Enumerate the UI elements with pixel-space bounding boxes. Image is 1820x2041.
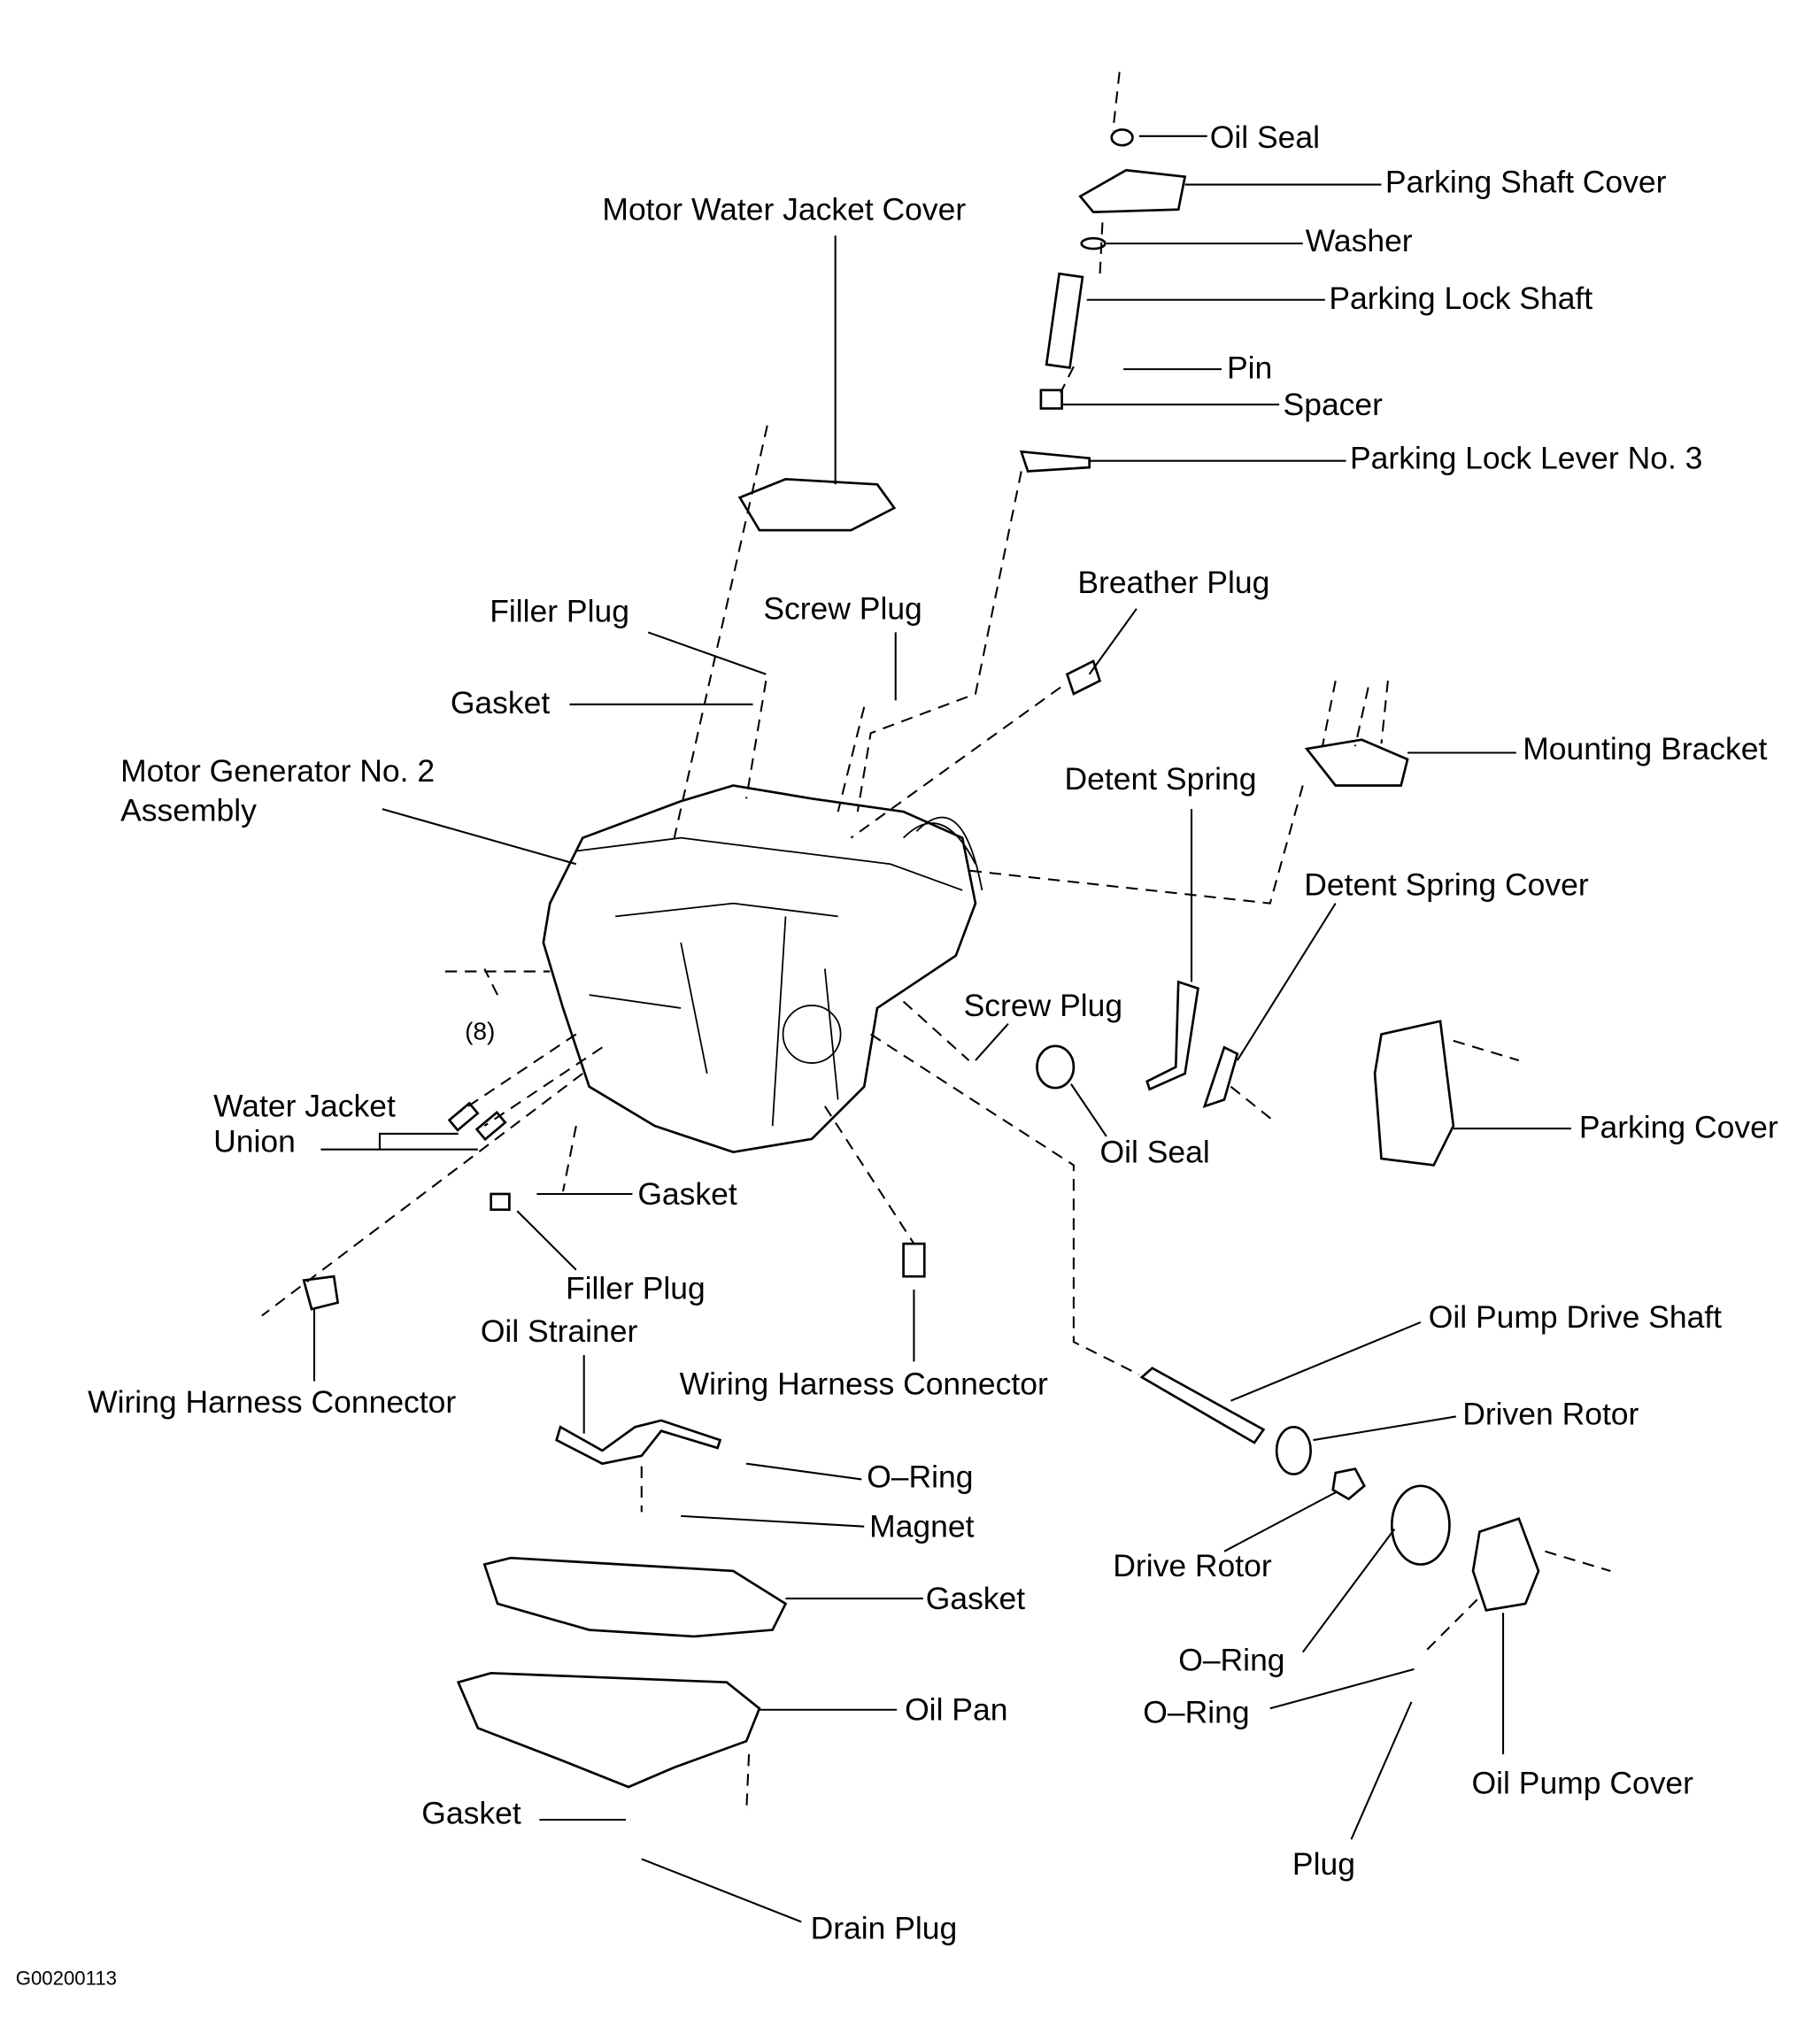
- transmission-case: [542, 784, 977, 1154]
- label-gasket-pan: Gasket: [926, 1581, 1026, 1616]
- label-oil-pump-cover: Oil Pump Cover: [1472, 1765, 1694, 1800]
- leader-lines: [312, 135, 1571, 1923]
- label-o-ring-2: O–Ring: [1143, 1695, 1249, 1730]
- label-filler-plug-low: Filler Plug: [566, 1270, 706, 1305]
- label-mg2-line2: Assembly: [120, 792, 257, 828]
- label-gasket-top: Gasket: [451, 685, 551, 720]
- label-wiring-harness-left: Wiring Harness Connector: [88, 1384, 456, 1420]
- label-wju-line2: Union: [213, 1124, 296, 1159]
- parking-shaft-cover-part: [1078, 168, 1187, 213]
- label-drive-rotor: Drive Rotor: [1113, 1548, 1272, 1583]
- label-oil-pump-drive-shaft: Oil Pump Drive Shaft: [1429, 1299, 1722, 1335]
- water-jacket-cover-part: [737, 478, 897, 532]
- label-parking-cover: Parking Cover: [1579, 1109, 1778, 1144]
- label-mounting-bracket: Mounting Bracket: [1523, 731, 1767, 766]
- mounting-bracket-part: [1304, 738, 1409, 787]
- label-bolt-count: (8): [465, 1017, 495, 1044]
- label-spacer: Spacer: [1284, 387, 1384, 422]
- figure-code: G00200113: [16, 1967, 117, 1989]
- label-o-ring-strainer: O–Ring: [867, 1459, 973, 1494]
- label-mg2-line1: Motor Generator No. 2: [120, 753, 435, 789]
- label-motor-water-jacket-cover: Motor Water Jacket Cover: [602, 192, 966, 227]
- label-detent-spring-cover: Detent Spring Cover: [1304, 867, 1589, 903]
- label-oil-pan: Oil Pan: [905, 1692, 1007, 1728]
- label-parking-shaft-cover: Parking Shaft Cover: [1385, 164, 1667, 199]
- label-parking-lock-shaft: Parking Lock Shaft: [1329, 281, 1592, 316]
- oil-strainer-part: [555, 1419, 722, 1466]
- label-washer: Washer: [1306, 223, 1413, 258]
- label-oil-strainer: Oil Strainer: [481, 1313, 638, 1349]
- label-pin: Pin: [1227, 350, 1272, 385]
- label-drain-plug: Drain Plug: [811, 1911, 958, 1946]
- label-screw-plug-mid: Screw Plug: [964, 988, 1122, 1023]
- oil-pump-drive-shaft-part: [1139, 1367, 1266, 1444]
- label-filler-plug-top: Filler Plug: [490, 594, 629, 629]
- label-detent-spring: Detent Spring: [1065, 761, 1257, 797]
- label-breather-plug: Breather Plug: [1077, 565, 1269, 600]
- label-parking-lock-lever: Parking Lock Lever No. 3: [1350, 441, 1702, 476]
- label-wju-line1: Water Jacket: [213, 1089, 396, 1124]
- label-wiring-harness-center: Wiring Harness Connector: [680, 1366, 1048, 1401]
- label-driven-rotor: Driven Rotor: [1462, 1396, 1639, 1431]
- label-plug: Plug: [1292, 1846, 1355, 1882]
- label-oil-seal-mid: Oil Seal: [1099, 1134, 1209, 1169]
- oil-pan-gasket-part: [482, 1556, 788, 1638]
- part-labels: Oil Seal Parking Shaft Cover Washer Park…: [16, 119, 1778, 1989]
- label-oil-seal-top: Oil Seal: [1210, 119, 1320, 155]
- assembly-lines: [261, 72, 1611, 1814]
- oil-pan-part: [456, 1672, 761, 1789]
- label-o-ring-1: O–Ring: [1178, 1642, 1284, 1677]
- label-screw-plug-top: Screw Plug: [763, 591, 922, 627]
- label-gasket-drain: Gasket: [421, 1795, 521, 1830]
- label-gasket-mid: Gasket: [637, 1176, 737, 1212]
- label-magnet: Magnet: [869, 1509, 974, 1544]
- parts: [302, 128, 1540, 1789]
